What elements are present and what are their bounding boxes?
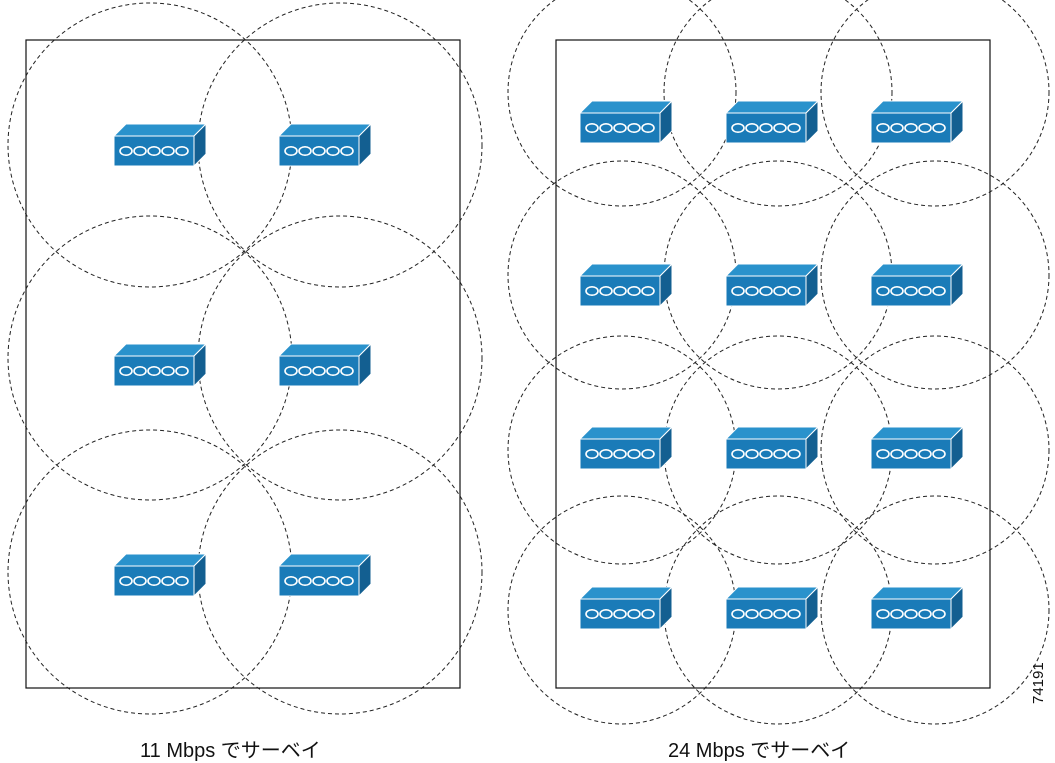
left-access-point-1-1 (277, 342, 373, 388)
right-access-point-3-1 (724, 585, 820, 631)
left-panel-caption: 11 Mbps でサーベイ (140, 740, 321, 762)
right-access-point-0-1 (724, 99, 820, 145)
left-access-point-0-0 (112, 122, 208, 168)
left-access-point-0-1 (277, 122, 373, 168)
left-access-point-2-1 (277, 552, 373, 598)
right-access-point-2-0 (578, 425, 674, 471)
right-floor-outline (555, 39, 991, 689)
left-access-point-2-0 (112, 552, 208, 598)
left-coverage-circle-0-1 (197, 2, 483, 288)
right-coverage-circle-3-2 (820, 495, 1050, 725)
right-panel-caption: 24 Mbps でサーベイ (668, 740, 851, 762)
left-coverage-circle-1-1 (197, 215, 483, 501)
left-coverage-circle-2-1 (197, 429, 483, 715)
right-coverage-circle-1-2 (820, 160, 1050, 390)
right-coverage-circle-0-0 (507, 0, 737, 207)
figure-id: 74191 (1030, 662, 1047, 704)
right-access-point-0-2 (869, 99, 965, 145)
right-access-point-3-2 (869, 585, 965, 631)
right-coverage-circle-0-1 (663, 0, 893, 207)
right-access-point-2-1 (724, 425, 820, 471)
right-access-point-2-2 (869, 425, 965, 471)
right-access-point-1-1 (724, 262, 820, 308)
right-access-point-1-0 (578, 262, 674, 308)
right-access-point-3-0 (578, 585, 674, 631)
right-access-point-1-2 (869, 262, 965, 308)
right-coverage-circle-0-2 (820, 0, 1050, 207)
left-access-point-1-0 (112, 342, 208, 388)
left-floor-outline (25, 39, 461, 689)
right-coverage-circle-2-2 (820, 335, 1050, 565)
right-access-point-0-0 (578, 99, 674, 145)
